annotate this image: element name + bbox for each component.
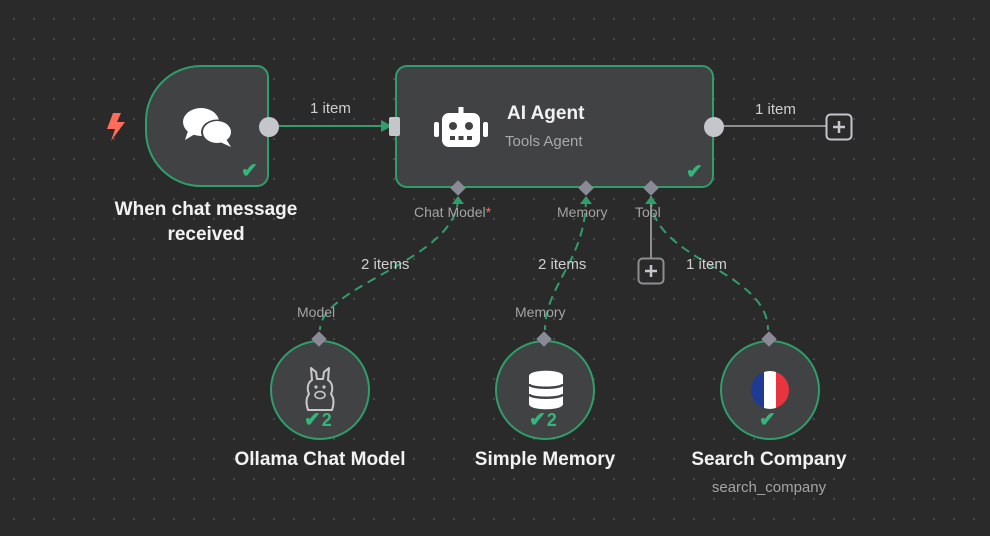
trigger-label-line1: When chat message (114, 199, 298, 220)
search-node-sublabel: search_company (711, 479, 827, 496)
memory-port-label: Memory (515, 304, 566, 320)
port-label-memory: Memory (557, 204, 608, 220)
ollama-top-port[interactable] (310, 330, 328, 348)
france-flag-icon (751, 371, 789, 409)
memory-node-label: Simple Memory (474, 449, 616, 470)
edge-label-tool: 1 item (686, 256, 727, 273)
success-check-icon: ✔ (759, 409, 776, 431)
search-node-label: Search Company (691, 449, 847, 470)
connection-tool-link[interactable] (650, 197, 769, 331)
agent-subtitle: Tools Agent (505, 133, 583, 150)
port-diamond-memory[interactable] (577, 179, 595, 197)
simple-memory-node[interactable]: ✔2 (495, 340, 595, 440)
connection-model-link[interactable] (319, 197, 459, 331)
run-count: 2 (321, 410, 332, 430)
connection-arrowhead (645, 196, 657, 204)
success-check-icon: ✔2 (529, 409, 557, 431)
ollama-node-label: Ollama Chat Model (234, 449, 406, 470)
port-label-chat-model: Chat Model* (414, 204, 491, 220)
llama-icon (305, 367, 335, 411)
trigger-node-label: When chat message received (95, 197, 317, 247)
port-label-tool: Tool (635, 204, 661, 220)
agent-input-handle[interactable] (389, 117, 400, 136)
chat-bubbles-icon (183, 108, 233, 147)
port-label-chat-model-text: Chat Model (414, 204, 486, 220)
database-icon (528, 370, 564, 410)
trigger-node[interactable]: ✔ (145, 65, 269, 187)
edge-label-trigger-agent: 1 item (310, 100, 351, 117)
edge-label-model: 2 items (361, 256, 410, 273)
ai-agent-node[interactable]: AI Agent Tools Agent ✔ (395, 65, 714, 188)
success-check-icon: ✔ (686, 161, 703, 183)
run-count: 2 (546, 410, 557, 430)
edge-label-agent-output: 1 item (755, 101, 796, 118)
required-asterisk: * (485, 204, 492, 220)
port-diamond-tool[interactable] (642, 179, 660, 197)
trigger-label-line2: received (167, 224, 245, 245)
trigger-bolt-icon (107, 113, 125, 141)
add-tool-button[interactable] (637, 257, 665, 285)
robot-icon (434, 107, 488, 147)
memory-top-port[interactable] (535, 330, 553, 348)
success-check-icon: ✔2 (304, 409, 332, 431)
edge-label-memory: 2 items (538, 256, 587, 273)
agent-title: AI Agent (507, 103, 585, 124)
ollama-port-label: Model (297, 304, 336, 320)
connection-arrowhead (580, 196, 592, 204)
trigger-output-port[interactable] (258, 116, 280, 138)
add-node-after-agent-button[interactable] (825, 113, 853, 141)
connection-arrowhead (452, 196, 464, 204)
search-top-port[interactable] (760, 330, 778, 348)
connection-arrowhead (381, 120, 392, 132)
agent-output-port[interactable] (703, 116, 725, 138)
connection-memory-link[interactable] (544, 197, 587, 331)
success-check-icon: ✔ (241, 160, 258, 182)
port-diamond-chat-model[interactable] (449, 179, 467, 197)
search-company-node[interactable]: ✔ (720, 340, 820, 440)
ollama-chat-model-node[interactable]: ✔2 (270, 340, 370, 440)
